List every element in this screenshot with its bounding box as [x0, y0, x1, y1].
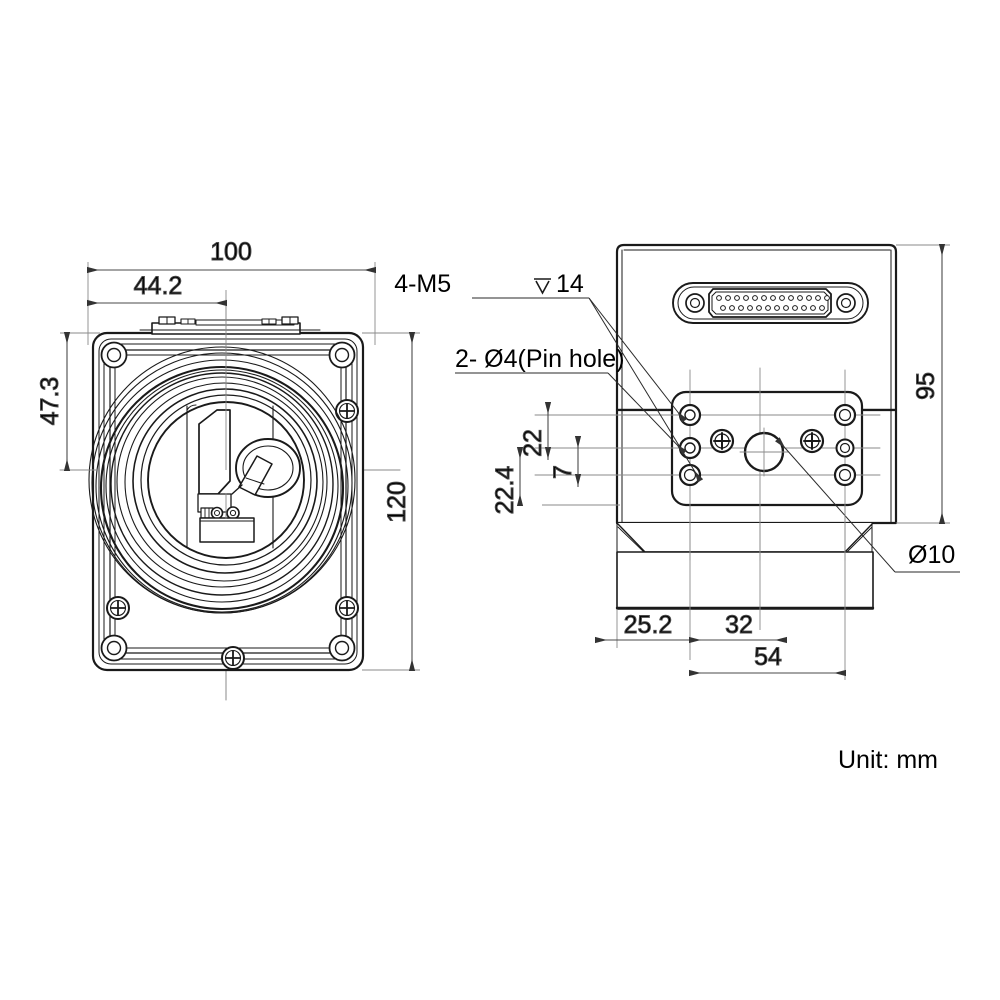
dim-label-25-2: 25.2 [624, 611, 673, 639]
phillips-screws [106, 399, 359, 670]
dim-label-47-3: 47.3 [36, 377, 64, 426]
lens-barrel-rings [88, 346, 356, 614]
side-view-dimensions: 95 22 7 22.4 25.2 32 [491, 244, 950, 680]
callout-label-pin-hole: 2- Ø4(Pin hole) [455, 345, 625, 373]
dim-label-32: 32 [725, 611, 753, 639]
side-body-upper [615, 243, 898, 412]
leader-pin-hole [455, 372, 687, 455]
connector-pins [716, 295, 830, 311]
top-mount-strip [139, 316, 321, 335]
side-extension-lines [542, 244, 950, 680]
leader-4-m5 [472, 297, 688, 423]
callout-label-4-m5: 4-M5 [359, 270, 472, 298]
unit-note: Unit: mm [838, 746, 938, 774]
front-view-dimensions: 100 44.2 120 47.3 [36, 238, 420, 671]
callout-label-m5-depth: 14 [556, 270, 584, 298]
dim-label-44-2: 44.2 [134, 272, 183, 300]
dim-label-100: 100 [210, 238, 252, 266]
center-bore-d10 [739, 427, 789, 477]
lens-inner-mechanism [186, 404, 301, 549]
leader-d10 [775, 437, 960, 573]
side-lens-skirt [616, 522, 874, 557]
dim-label-7: 7 [549, 465, 577, 479]
dim-label-54: 54 [754, 643, 782, 671]
dim-label-120: 120 [383, 481, 411, 523]
side-lens-body [615, 551, 875, 610]
side-view-callouts [455, 297, 960, 573]
d-sub-25-connector [672, 282, 869, 324]
dim-label-22-4: 22.4 [491, 466, 519, 515]
dim-label-95: 95 [912, 372, 940, 400]
front-view [59, 299, 401, 701]
dim-label-22: 22 [519, 429, 547, 457]
m5-tapped-holes [709, 428, 825, 454]
callout-label-d10: Ø10 [908, 541, 955, 569]
corner-mount-bosses [100, 341, 356, 662]
depth-symbol-icon [534, 278, 551, 295]
